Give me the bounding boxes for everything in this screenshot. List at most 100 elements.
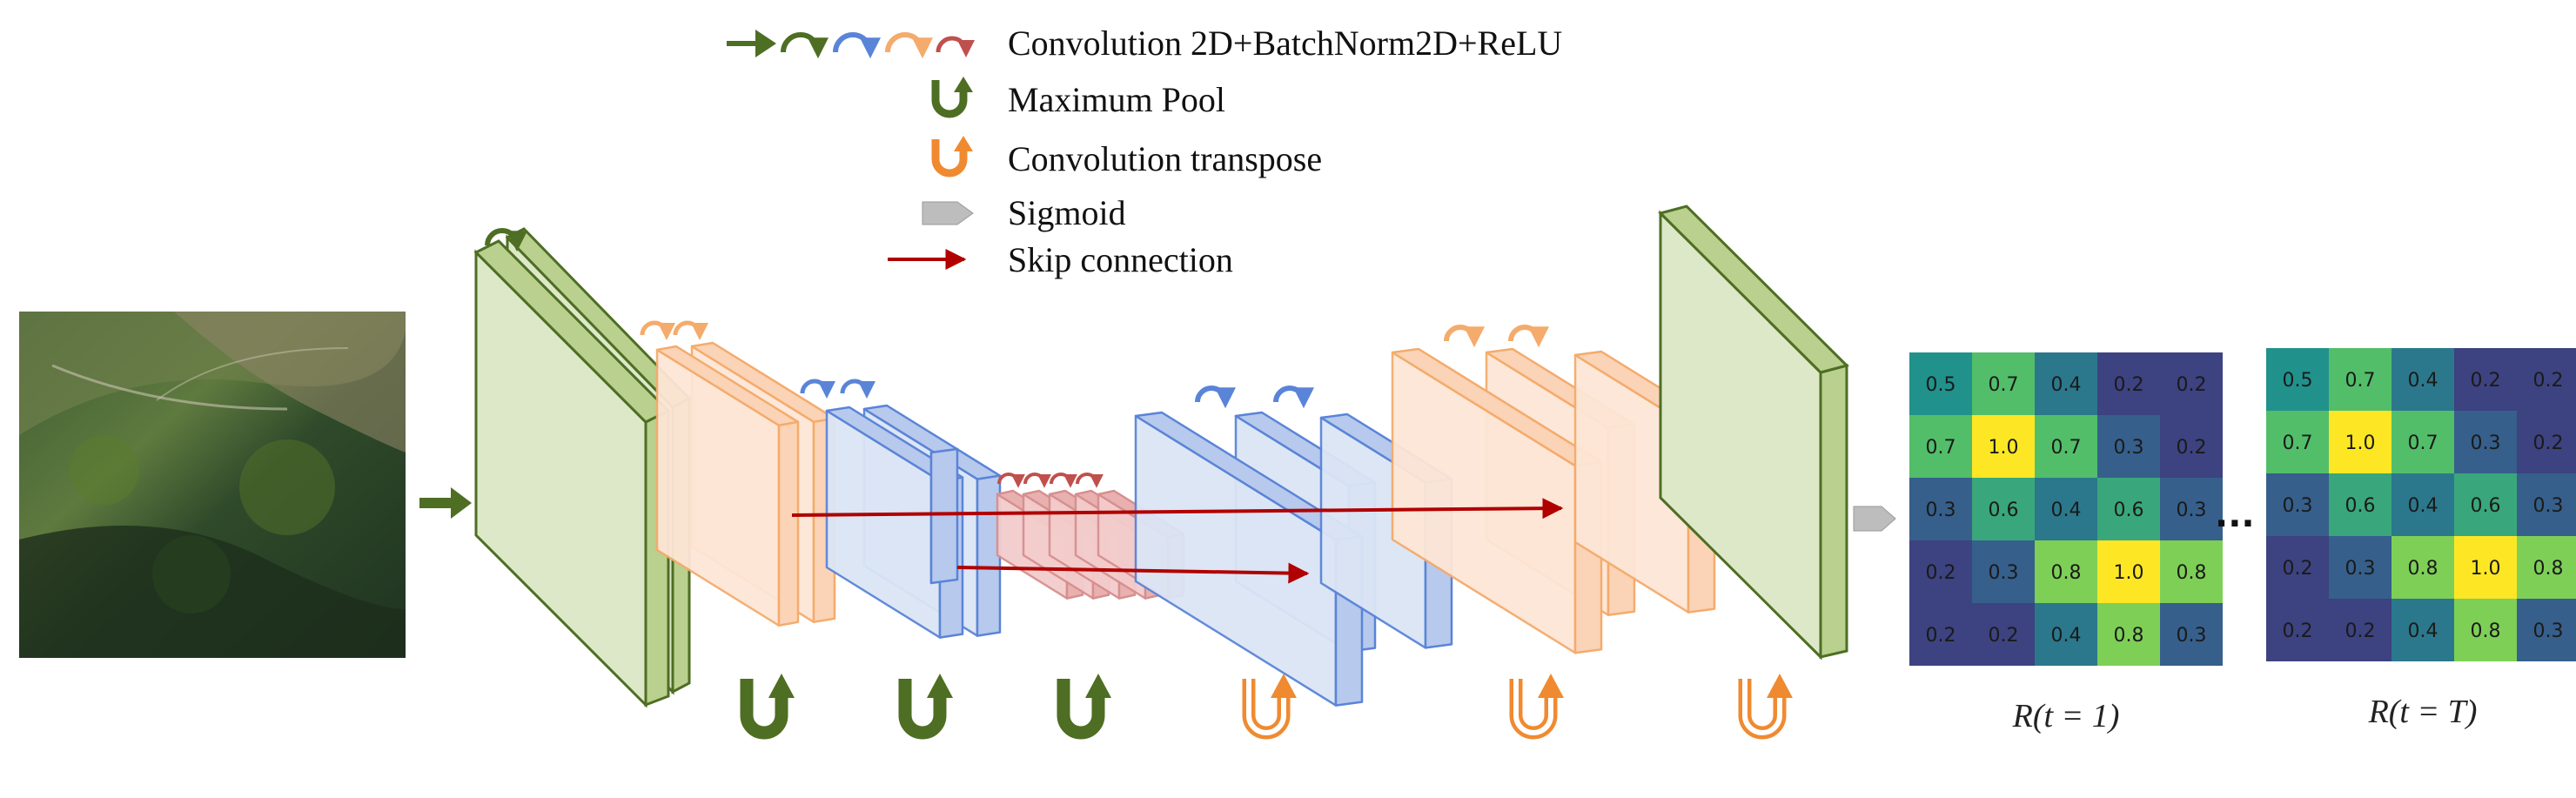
- heatmap-cell-value: 0.3: [2114, 437, 2144, 459]
- bottom-operation-icons: [740, 674, 1793, 740]
- heatmap-cell-value: 0.6: [2345, 495, 2376, 517]
- heatmap-cell: [1972, 603, 2035, 666]
- heatmap-cell: [2097, 415, 2160, 478]
- heatmap-cell-value: 0.4: [2051, 625, 2082, 647]
- conv-arrow-icon: [800, 379, 835, 399]
- maxpool-icon: [1057, 674, 1111, 740]
- heatmap-cell: [2160, 352, 2223, 415]
- conv-arrow-icon: [1444, 325, 1485, 348]
- heatmap-cell-value: 0.8: [2177, 562, 2207, 584]
- heatmap-cell: [2035, 352, 2097, 415]
- heatmap-cell-value: 0.6: [2471, 495, 2501, 517]
- heatmap-cell: [1909, 540, 1972, 603]
- heatmap-cell: [2097, 540, 2160, 603]
- heatmap-cell-value: 0.4: [2408, 620, 2438, 642]
- heatmap-cell-value: 1.0: [2471, 558, 2501, 580]
- convtranspose-icon: [931, 136, 973, 178]
- heatmap-cell-value: 0.2: [2345, 620, 2376, 642]
- heatmap-cell-value: 0.4: [2408, 370, 2438, 392]
- layer-blocks: [473, 205, 1849, 708]
- encoder-block-1-layer-b: [655, 345, 800, 627]
- legend-conv-label: Convolution 2D+BatchNorm2D+ReLU: [1008, 23, 1562, 63]
- sigmoid-icon: [1853, 506, 1896, 532]
- heatmap-cell-value: 0.2: [2283, 620, 2313, 642]
- heatmap-cell: [2517, 599, 2576, 661]
- heatmap-cell-value: 1.0: [2114, 562, 2144, 584]
- conv-arrow-icon: [640, 320, 675, 340]
- heatmap-cell: [2392, 411, 2454, 473]
- encoder-block-2-layer-c: [929, 447, 959, 585]
- heatmap-cell-value: 0.8: [2114, 625, 2144, 647]
- heatmap-cell: [1909, 603, 1972, 666]
- ellipsis: ...: [2215, 495, 2255, 535]
- heatmap-cell: [1909, 478, 1972, 540]
- heatmap-cell-value: 0.7: [2345, 370, 2376, 392]
- heatmap-cell-value: 0.2: [1926, 562, 1956, 584]
- heatmap-cell: [2035, 478, 2097, 540]
- heatmap-cell-value: 0.8: [2051, 562, 2082, 584]
- heatmap-cell-value: 0.4: [2051, 374, 2082, 396]
- heatmap-cell-value: 0.7: [1989, 374, 2019, 396]
- maxpool-icon: [931, 77, 973, 118]
- heatmap-cell: [2454, 536, 2517, 599]
- skip-connection-arrow: [791, 498, 1564, 520]
- heatmap-cell: [1972, 540, 2035, 603]
- legend-sigmoid-label: Sigmoid: [1008, 193, 1126, 232]
- conv-arrow-icon: [485, 228, 527, 252]
- heatmap-cell: [2392, 536, 2454, 599]
- heatmap-cell-value: 0.3: [2471, 433, 2501, 454]
- conv-arrow-icon: [1508, 325, 1549, 348]
- heatmap-cell-value: 0.5: [2283, 370, 2313, 392]
- heatmap-cell-value: 0.4: [2051, 500, 2082, 521]
- heatmap-cell-value: 0.8: [2408, 558, 2438, 580]
- heatmap-cell: [2454, 599, 2517, 661]
- heatmap-cell: [1972, 478, 2035, 540]
- heatmap-cell: [2517, 536, 2576, 599]
- heatmap-cell: [2329, 411, 2392, 473]
- conv-arrow-icon: [673, 320, 708, 340]
- skip-connections: [791, 498, 1564, 584]
- heatmap-cell-value: 0.2: [2177, 437, 2207, 459]
- heatmap-cell-value: 1.0: [1989, 437, 2019, 459]
- heatmap-cell: [2454, 348, 2517, 411]
- block-conv-arrows: [485, 228, 1549, 488]
- heatmap-cell: [2517, 473, 2576, 536]
- heatmap-cell-value: 0.2: [1989, 625, 2019, 647]
- heatmap-cell: [2454, 411, 2517, 473]
- heatmap-cell-value: 1.0: [2345, 433, 2376, 454]
- heatmap-cell: [2160, 415, 2223, 478]
- heatmap-cell: [2160, 540, 2223, 603]
- legend-skip-label: Skip connection: [1008, 240, 1233, 279]
- conv-arrow-icon: [1195, 386, 1236, 409]
- heatmap-cell-value: 0.3: [2533, 620, 2564, 642]
- heatmap-cell-value: 0.3: [2177, 625, 2207, 647]
- heatmap-cell-value: 0.3: [2533, 495, 2564, 517]
- conv-arrow-icon: [1050, 473, 1077, 488]
- maxpool-icon: [898, 674, 953, 740]
- maxpool-icon: [740, 674, 795, 740]
- heatmap-cell-value: 0.3: [1989, 562, 2019, 584]
- heatmap-cell: [2035, 415, 2097, 478]
- heatmap-cell: [2160, 478, 2223, 540]
- heatmap-cell-value: 0.3: [2345, 558, 2376, 580]
- heatmap-cell-value: 0.2: [2177, 374, 2207, 396]
- heatmap-cell: [2266, 411, 2329, 473]
- heatmap-cell: [2517, 348, 2576, 411]
- legend-maxpool-label: Maximum Pool: [1008, 80, 1225, 119]
- heatmap-cell-value: 0.5: [1926, 374, 1956, 396]
- heatmap-cell-value: 0.2: [1926, 625, 1956, 647]
- heatmap-cell: [2097, 478, 2160, 540]
- heatmap-cell: [2266, 348, 2329, 411]
- conv-arrow-icon: [997, 473, 1025, 488]
- heatmap-cell-value: 0.8: [2471, 620, 2501, 642]
- input-satellite-image: [19, 312, 406, 658]
- heatmap-cell: [2392, 473, 2454, 536]
- heatmap-cell: [2329, 536, 2392, 599]
- heatmap-cell: [2097, 603, 2160, 666]
- heatmap-cell: [2160, 603, 2223, 666]
- heatmap-cell-value: 0.2: [2283, 558, 2313, 580]
- conv-arrow-icon: [727, 30, 975, 59]
